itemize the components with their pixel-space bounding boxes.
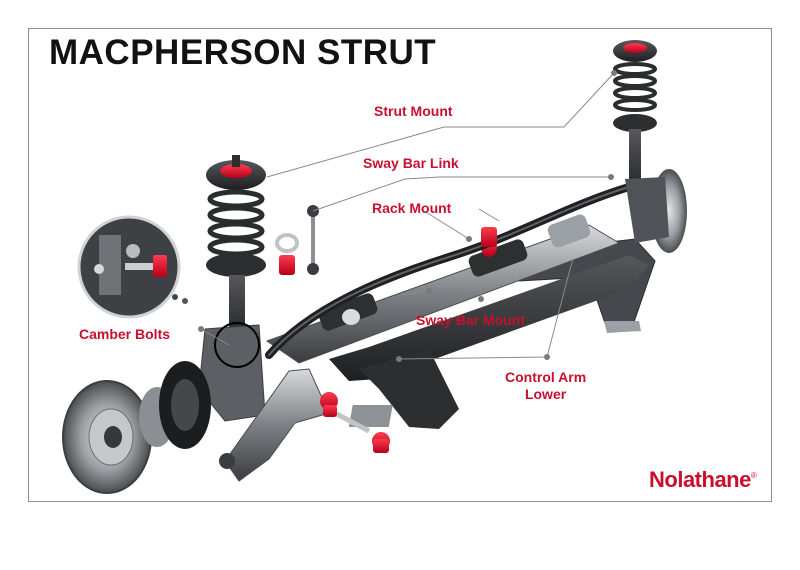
brand-logo: Nolathane® (649, 467, 757, 493)
leader-lines (200, 72, 615, 360)
label-control-arm-lower: Control Arm Lower (505, 369, 586, 403)
diagram-panel: MACPHERSON STRUT (28, 28, 772, 502)
camber-bolts-inset (77, 215, 188, 319)
page-title: MACPHERSON STRUT (49, 33, 437, 72)
sway-bar (265, 183, 633, 359)
brake-rotor (62, 361, 211, 494)
label-rack-mount: Rack Mount (372, 200, 452, 216)
right-strut (613, 40, 687, 253)
leader-dots (198, 70, 617, 362)
sway-bar-link (307, 205, 319, 275)
brand-name: Nolathane (649, 467, 751, 492)
loose-bushings (323, 405, 389, 453)
steering-rack (265, 214, 621, 364)
label-control-arm-line1: Control Arm (505, 369, 587, 385)
label-camber-bolts: Camber Bolts (79, 326, 171, 342)
label-sway-bar-mount: Sway Bar Mount (416, 312, 525, 328)
brand-registered-mark: ® (750, 471, 757, 480)
left-strut (198, 155, 266, 422)
label-strut-mount: Strut Mount (374, 103, 453, 119)
label-control-arm-line2: Lower (524, 386, 567, 402)
suspension-illustration (62, 40, 687, 494)
subframe (329, 255, 649, 429)
label-sway-bar-link: Sway Bar Link (363, 155, 459, 171)
